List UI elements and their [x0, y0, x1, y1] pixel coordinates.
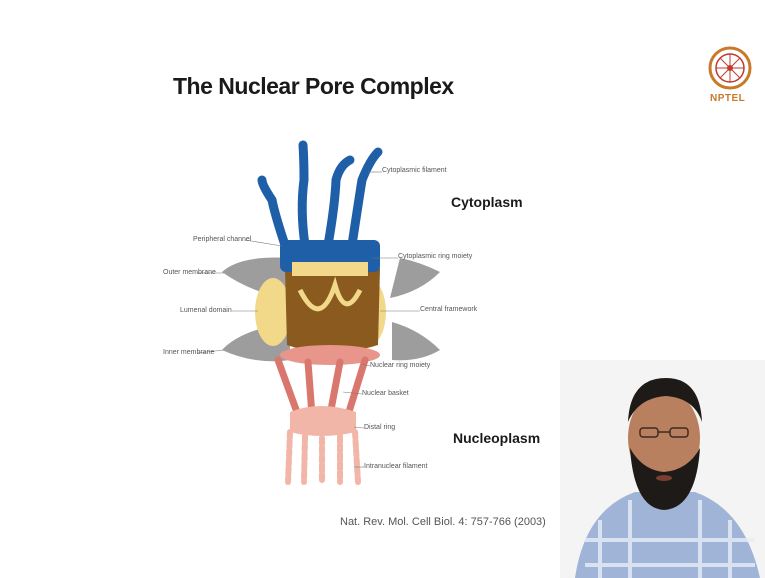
label-intranuclear-filament: Intranuclear filament [364, 463, 427, 470]
outer-membrane-right [390, 258, 440, 298]
nucleoplasm-label: Nucleoplasm [453, 430, 540, 446]
cytoplasmic-filament-4 [352, 152, 378, 245]
label-lumenal-domain: Lumenal domain [180, 307, 232, 314]
inner-membrane-right [392, 322, 440, 360]
distal-ring [290, 406, 356, 436]
label-outer-membrane: Outer membrane [163, 269, 216, 276]
intranuclear-filament-2 [304, 436, 305, 482]
label-cytoplasmic-ring-moiety: Cytoplasmic ring moiety [398, 253, 472, 260]
basket-strut-4 [348, 360, 365, 415]
basket-strut-1 [278, 360, 298, 415]
cytoplasmic-filament-2 [302, 145, 305, 245]
label-peripheral-channel: Peripheral channel [193, 236, 251, 243]
label-central-framework: Central framework [420, 306, 477, 313]
cytoplasmic-filament-1 [262, 180, 285, 245]
cytoplasmic-filament-3 [328, 160, 350, 245]
cytoplasm-label: Cytoplasm [451, 194, 523, 210]
intranuclear-filament-5 [355, 432, 358, 482]
label-inner-membrane: Inner membrane [163, 349, 214, 356]
label-distal-ring: Distal ring [364, 424, 395, 431]
citation: Nat. Rev. Mol. Cell Biol. 4: 757-766 (20… [340, 516, 546, 528]
speaker-video [560, 360, 765, 578]
intranuclear-filament-1 [288, 432, 290, 482]
label-cytoplasmic-filament: Cytoplasmic filament [382, 167, 447, 174]
label-nuclear-basket: Nuclear basket [362, 390, 409, 397]
central-framework [285, 268, 380, 353]
label-nuclear-ring-moiety: Nuclear ring moiety [370, 362, 430, 369]
